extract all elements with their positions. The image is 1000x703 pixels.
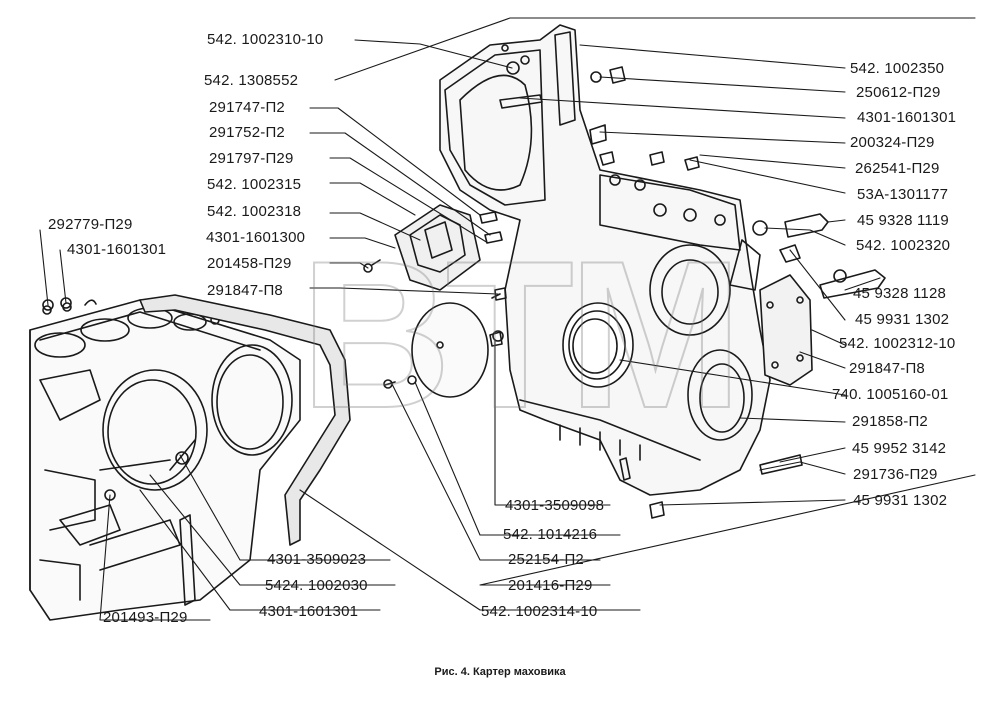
label-542-1002318: 542. 1002318	[207, 203, 302, 220]
label-4301-1601301-bottom: 4301-1601301	[259, 603, 359, 620]
label-291847-P8-left: 291847-П8	[207, 282, 283, 299]
label-45-9952-3142: 45 9952 3142	[852, 440, 947, 457]
label-291736-P29: 291736-П29	[853, 466, 938, 483]
label-200324-P29: 200324-П29	[850, 134, 935, 151]
figure-caption: Рис. 4. Картер маховика	[434, 666, 566, 678]
leader-lines	[39, 17, 976, 621]
label-542-1308552: 542. 1308552	[204, 72, 299, 89]
label-4301-1601300: 4301-1601300	[206, 229, 306, 246]
label-45-9931-1302-b: 45 9931 1302	[853, 492, 948, 509]
label-45-9328-1128: 45 9328 1128	[853, 285, 947, 302]
label-542-1002314-10: 542. 1002314-10	[481, 603, 598, 620]
watermark-logo: BTM	[299, 217, 744, 452]
label-292779-P29: 292779-П29	[48, 216, 133, 233]
label-250612-P29: 250612-П29	[856, 84, 941, 101]
label-291752-P2: 291752-П2	[209, 124, 285, 141]
cover-plate	[383, 293, 504, 398]
label-262541-P29: 262541-П29	[855, 160, 940, 177]
label-201458-P29: 201458-П29	[207, 255, 292, 272]
label-252154-P2: 252154-П2	[508, 551, 584, 568]
label-291858-P2: 291858-П2	[852, 413, 928, 430]
label-542-1002350: 542. 1002350	[850, 60, 945, 77]
side-plate	[759, 274, 813, 386]
label-542-1002310-10: 542. 1002310-10	[207, 31, 324, 48]
label-291747-P2: 291747-П2	[209, 99, 285, 116]
label-4301-1601301-right: 4301-1601301	[857, 109, 957, 126]
label-542-1014216: 542. 1014216	[503, 526, 598, 543]
label-542-1002320: 542. 1002320	[856, 237, 951, 254]
label-542-1002315: 542. 1002315	[207, 176, 302, 193]
small-cover	[363, 204, 481, 291]
label-291797-P29: 291797-П29	[209, 150, 294, 167]
label-5424-1002030: 5424. 1002030	[265, 577, 368, 594]
bolts	[42, 61, 886, 519]
gasket	[139, 294, 351, 546]
label-740-1005160-01: 740. 1005160-01	[832, 386, 949, 403]
label-45-9328-1119: 45 9328 1119	[857, 212, 949, 229]
label-4301-3509023: 4301-3509023	[267, 551, 367, 568]
label-542-1002312-10: 542. 1002312-10	[839, 335, 956, 352]
label-201493-P29: 201493-П29	[103, 609, 188, 626]
label-201416-P29: 201416-П29	[508, 577, 593, 594]
label-291847-P8-right: 291847-П8	[849, 360, 925, 377]
flywheel-housing	[439, 24, 771, 496]
label-4301-3509098: 4301-3509098	[505, 497, 605, 514]
label-4301-1601301-left: 4301-1601301	[67, 241, 167, 258]
engine-block	[29, 297, 301, 621]
label-45-9931-1302-a: 45 9931 1302	[855, 311, 950, 328]
label-53A-1301177: 53А-1301177	[857, 186, 949, 203]
